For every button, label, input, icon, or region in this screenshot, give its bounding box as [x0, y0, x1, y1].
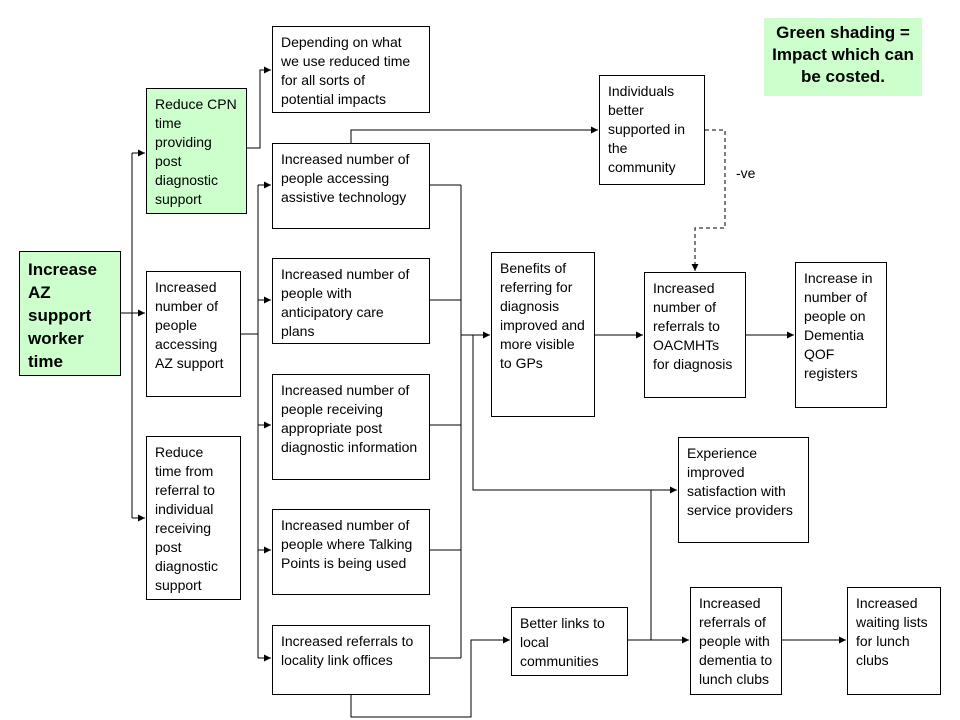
box-appropriate-post-diagnostic-information: Increased number of people receiving app…: [272, 374, 430, 480]
box-benefits-of-referring: Benefits of referring for diagnosis impr…: [491, 252, 595, 417]
box-reduce-time-from-referral: Reduce time from referral to individual …: [146, 436, 241, 600]
box-assistive-technology: Increased number of people accessing ass…: [272, 143, 430, 229]
negative-label: -ve: [736, 165, 756, 181]
connector-assistive-individuals: [350, 126, 598, 143]
box-individuals-better-supported: Individuals better supported in the comm…: [599, 75, 705, 185]
legend-note: Green shading = Impact which can be cost…: [764, 18, 922, 96]
box-referrals-to-lunch-clubs: Increased referrals of people with demen…: [690, 587, 782, 695]
box-locality-link-offices: Increased referrals to locality link off…: [272, 625, 430, 695]
box-increase-az-support-worker-time: Increase AZ support worker time: [19, 251, 121, 376]
box-increased-accessing-az-support: Increased number of people accessing AZ …: [146, 271, 241, 397]
box-reduce-cpn-time: Reduce CPN time providing post diagnosti…: [146, 88, 247, 214]
box-waiting-lists-lunch-clubs: Increased waiting lists for lunch clubs: [847, 587, 941, 695]
box-better-links-local-communities: Better links to local communities: [511, 607, 628, 676]
box-experience-improved-satisfaction: Experience improved satisfaction with se…: [678, 437, 809, 543]
connector-cpn-depending: [247, 66, 271, 149]
box-dementia-qof-registers: Increase in number of people on Dementia…: [795, 262, 887, 408]
connector-locality-better-links: [350, 636, 510, 718]
box-anticipatory-care-plans: Increased number of people with anticipa…: [272, 258, 430, 344]
box-referrals-to-oacmhts: Increased number of referrals to OACMHTs…: [644, 272, 746, 398]
box-talking-points: Increased number of people where Talking…: [272, 509, 430, 595]
connector-to-experience: [472, 335, 677, 494]
dashed-negative-link: [691, 129, 726, 271]
box-depending-on-reduced-time: Depending on what we use reduced time fo…: [272, 26, 430, 113]
